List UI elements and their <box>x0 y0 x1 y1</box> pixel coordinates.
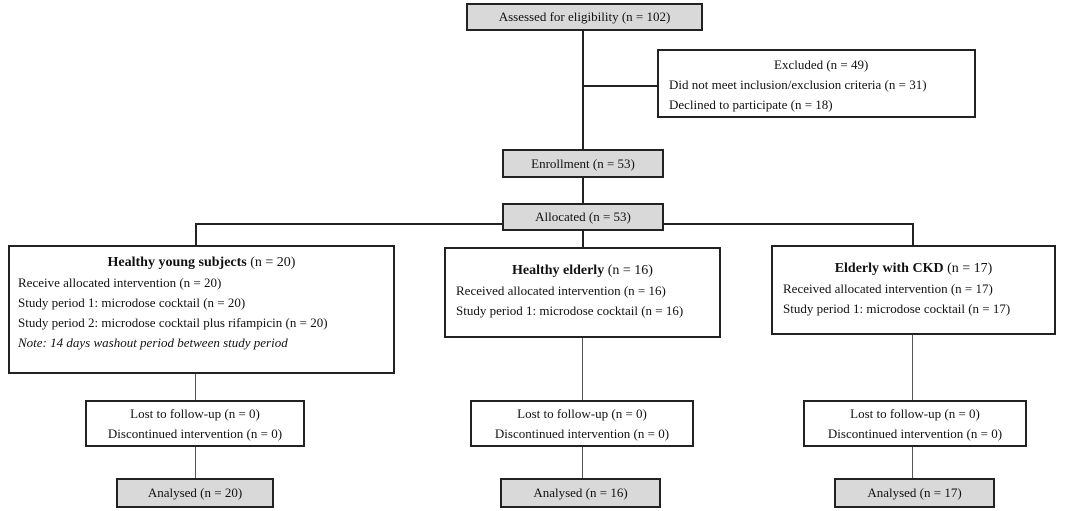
group-healthy-young-count: (n = 20) <box>246 255 296 270</box>
group-healthy-young-name: Healthy young subjects <box>107 255 247 270</box>
group-ckd-lost: Lost to follow-up (n = 0) <box>850 405 980 421</box>
group-ckd-analysed-box: Analysed (n = 17) <box>834 478 995 508</box>
group-healthy-young-analysed: Analysed (n = 20) <box>147 485 243 500</box>
assessed-box: Assessed for eligibility (n = 102) <box>466 3 703 31</box>
excluded-title: Excluded (n = 49) <box>774 57 869 72</box>
group-healthy-elderly-count: (n = 16) <box>604 263 653 278</box>
excluded-item-criteria: Did not meet inclusion/exclusion criteri… <box>669 77 927 92</box>
group-healthy-young-lost: Lost to follow-up (n = 0) <box>130 405 260 421</box>
group-healthy-young-box: Healthy young subjects (n = 20) Receive … <box>8 245 395 374</box>
group-ckd-line-2: Study period 1: microdose cocktail (n = … <box>783 301 1011 316</box>
group-healthy-young-line-2: Study period 1: microdose cocktail (n = … <box>18 295 246 310</box>
connector-left-followup <box>195 373 196 401</box>
group-healthy-young-followup-box: Lost to follow-up (n = 0) Discontinued i… <box>85 400 305 447</box>
group-healthy-elderly-line-2: Study period 1: microdose cocktail (n = … <box>456 303 684 318</box>
group-healthy-young-heading: Healthy young subjects (n = 20) <box>18 253 385 273</box>
group-healthy-elderly-heading: Healthy elderly (n = 16) <box>456 261 709 281</box>
enrollment-label: Enrollment (n = 53) <box>531 155 635 171</box>
group-healthy-elderly-line-1: Received allocated intervention (n = 16) <box>456 283 666 298</box>
connector-to-excluded <box>583 85 658 87</box>
connector-left-analysed <box>195 446 196 479</box>
group-ckd-followup-box: Lost to follow-up (n = 0) Discontinued i… <box>803 400 1027 447</box>
group-ckd-box: Elderly with CKD (n = 17) Received alloc… <box>771 245 1056 335</box>
connector-right-analysed <box>912 446 913 479</box>
group-healthy-elderly-name: Healthy elderly <box>512 263 605 278</box>
allocated-box: Allocated (n = 53) <box>502 203 664 231</box>
excluded-item-declined: Declined to participate (n = 18) <box>669 97 833 112</box>
group-healthy-young-line-1: Receive allocated intervention (n = 20) <box>18 275 222 290</box>
connector-branch-middle <box>582 230 584 248</box>
group-healthy-young-line-3: Study period 2: microdose cocktail plus … <box>18 315 328 330</box>
connector-middle-followup <box>582 337 583 400</box>
group-healthy-elderly-box: Healthy elderly (n = 16) Received alloca… <box>444 247 721 338</box>
group-healthy-young-note: Note: 14 days washout period between stu… <box>18 335 288 350</box>
connector-branch-left <box>195 223 197 246</box>
group-ckd-discontinued: Discontinued intervention (n = 0) <box>827 425 1003 441</box>
connector-middle-analysed <box>582 446 583 479</box>
group-ckd-count: (n = 17) <box>943 261 993 276</box>
connector-main-vertical <box>582 30 584 150</box>
group-healthy-young-analysed-box: Analysed (n = 20) <box>116 478 274 508</box>
connector-right-followup <box>912 334 913 400</box>
group-healthy-elderly-discontinued: Discontinued intervention (n = 0) <box>494 425 670 441</box>
group-healthy-elderly-analysed-box: Analysed (n = 16) <box>500 478 661 508</box>
assessed-label: Assessed for eligibility (n = 102) <box>498 9 671 24</box>
group-ckd-heading: Elderly with CKD (n = 17) <box>783 259 1044 279</box>
group-ckd-line-1: Received allocated intervention (n = 17) <box>783 281 993 296</box>
enrollment-box: Enrollment (n = 53) <box>502 149 664 178</box>
allocated-label: Allocated (n = 53) <box>535 209 631 224</box>
group-healthy-young-discontinued: Discontinued intervention (n = 0) <box>107 425 283 441</box>
connector-enroll-allocated <box>582 177 584 204</box>
group-ckd-analysed: Analysed (n = 17) <box>867 485 962 500</box>
excluded-box: Excluded (n = 49) Did not meet inclusion… <box>657 49 976 118</box>
group-ckd-name: Elderly with CKD <box>834 261 944 276</box>
group-healthy-elderly-followup-box: Lost to follow-up (n = 0) Discontinued i… <box>470 400 694 447</box>
group-healthy-elderly-analysed: Analysed (n = 16) <box>533 485 628 500</box>
connector-branch-right <box>912 223 914 246</box>
group-healthy-elderly-lost: Lost to follow-up (n = 0) <box>517 405 647 421</box>
